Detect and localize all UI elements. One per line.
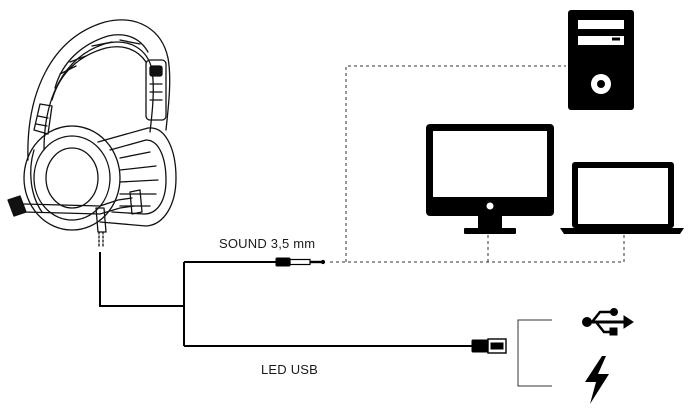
audio-jack-plug	[275, 257, 326, 267]
usb-plug	[471, 338, 507, 354]
laptop-icon	[560, 162, 684, 234]
dashed-connections	[330, 65, 625, 263]
monitor-icon	[426, 124, 554, 234]
lightning-bolt-icon	[585, 356, 609, 404]
sound-jack-label: SOUND 3,5 mm	[219, 236, 316, 251]
cable-lines	[99, 252, 472, 347]
usb-icon	[582, 308, 634, 336]
headset-icon	[7, 19, 177, 247]
power-bracket	[517, 319, 552, 387]
desktop-tower-icon	[568, 10, 634, 110]
led-usb-label: LED USB	[261, 362, 319, 377]
